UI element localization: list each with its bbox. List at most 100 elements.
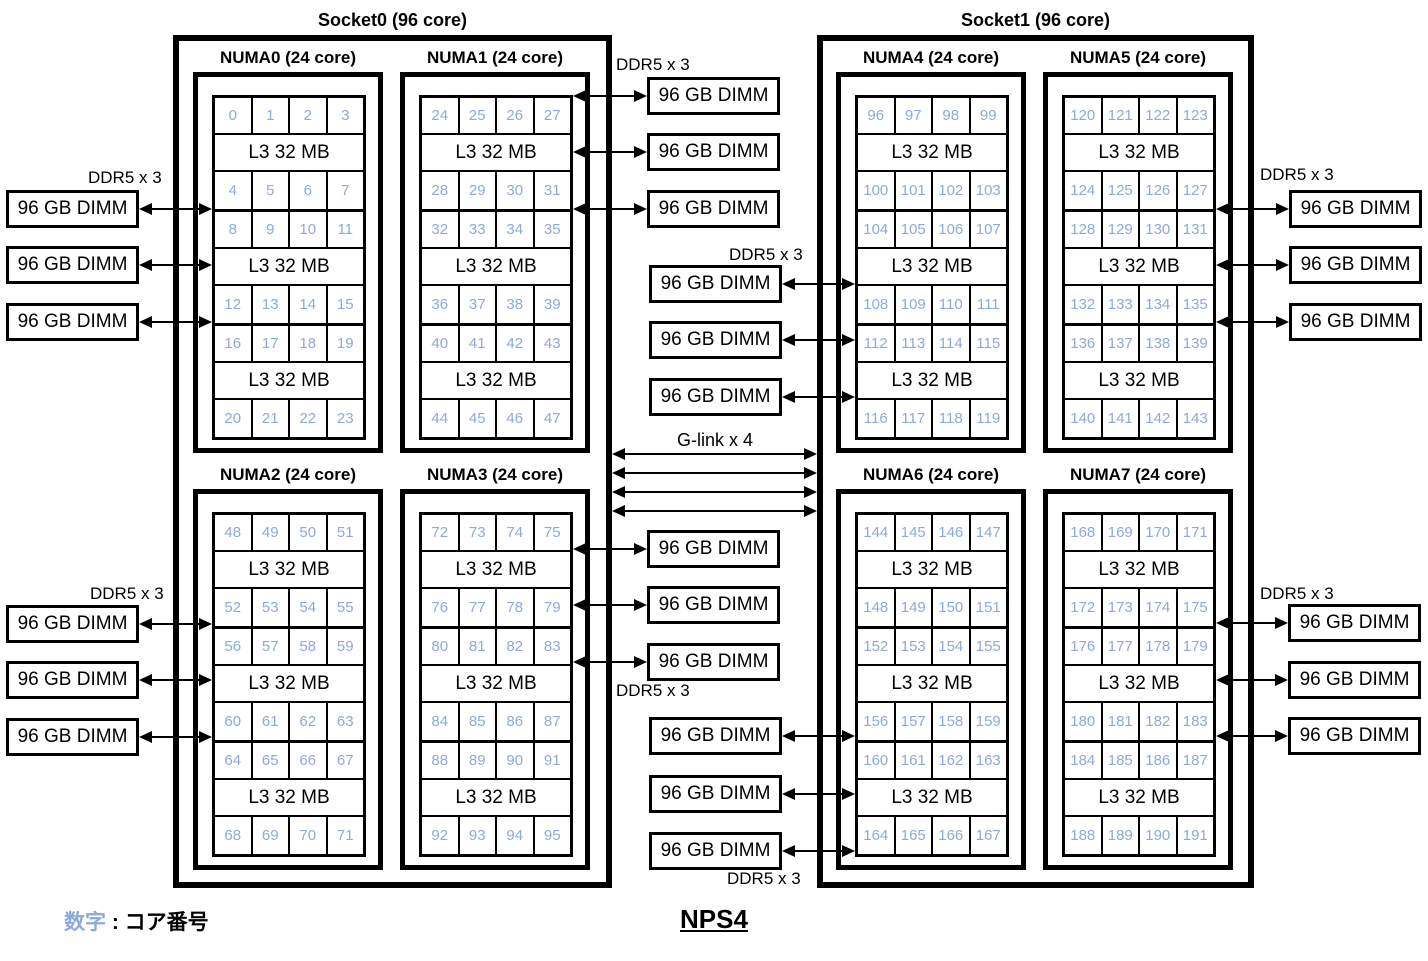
- core-cell-87: 87: [543, 713, 561, 730]
- core-cell-187: 187: [1182, 752, 1208, 769]
- core-cell-171: 171: [1182, 524, 1208, 541]
- core-cell-145: 145: [896, 515, 933, 550]
- core-cell-42: 42: [497, 326, 535, 361]
- numa2-label: NUMA2 (24 core): [219, 465, 357, 484]
- core-cell-116: 116: [858, 400, 896, 437]
- numa0-l3-cache-0: L3 32 MB: [215, 135, 363, 172]
- core-cell-36: 36: [422, 286, 460, 323]
- numa5-dimm-3: 96 GB DIMM: [1289, 303, 1422, 341]
- core-cell-5: 5: [253, 172, 290, 209]
- core-cell-129: 129: [1103, 212, 1140, 247]
- core-cell-93: 93: [460, 817, 497, 854]
- core-cell-175: 175: [1182, 599, 1208, 616]
- core-cell-173: 173: [1103, 589, 1140, 626]
- numa7-ddr5-channel-label: DDR5 x 3: [1260, 584, 1334, 603]
- core-cell-150: 150: [933, 589, 971, 626]
- numa1-memory-arrow-icon: [573, 146, 647, 158]
- core-cell-60: 60: [215, 703, 253, 740]
- core-cell-185: 185: [1103, 743, 1140, 778]
- numa0-ddr5-channel-label: DDR5 x 3: [88, 168, 162, 187]
- numa0-memory-arrow-icon: [139, 316, 212, 328]
- numa0-memory-arrow-icon: [139, 203, 212, 215]
- core-cell-62: 62: [290, 703, 328, 740]
- core-cell-3: 3: [341, 107, 350, 124]
- core-cell-67: 67: [336, 752, 354, 769]
- core-cell-31: 31: [543, 182, 561, 199]
- core-cell-113: 113: [896, 326, 933, 361]
- numa1-memory-arrow-icon: [573, 90, 647, 102]
- core-cell-123: 123: [1182, 107, 1208, 124]
- core-cell-108: 108: [858, 286, 896, 323]
- numa3-label: NUMA3 (24 core): [426, 465, 564, 484]
- numa4-memory-arrow-icon: [782, 278, 855, 290]
- core-cell-156: 156: [858, 703, 896, 740]
- numa0-label: NUMA0 (24 core): [219, 48, 357, 67]
- core-cell-115: 115: [976, 335, 1001, 352]
- core-cell-120: 120: [1065, 98, 1103, 133]
- numa4-l3-cache-1: L3 32 MB: [858, 249, 1006, 286]
- core-cell-147: 147: [975, 524, 1001, 541]
- core-cell-22: 22: [290, 400, 328, 437]
- core-cell-71: 71: [336, 827, 354, 844]
- core-cell-70: 70: [290, 817, 328, 854]
- numa1-ddr5-channel-label: DDR5 x 3: [616, 55, 690, 74]
- core-cell-101: 101: [896, 172, 933, 209]
- core-cell-75: 75: [543, 524, 561, 541]
- core-cell-64: 64: [215, 743, 253, 778]
- numa1-dimm-1: 96 GB DIMM: [647, 77, 780, 115]
- numa5-l3-cache-1: L3 32 MB: [1065, 249, 1213, 286]
- numa4-memory-arrow-icon: [782, 391, 855, 403]
- core-cell-53: 53: [253, 589, 290, 626]
- core-cell-177: 177: [1103, 629, 1140, 664]
- core-cell-74: 74: [497, 515, 535, 550]
- core-cell-72: 72: [422, 515, 460, 550]
- core-cell-52: 52: [215, 589, 253, 626]
- numa2-l3-cache-0: L3 32 MB: [215, 552, 363, 589]
- core-cell-45: 45: [460, 400, 497, 437]
- core-cell-119: 119: [976, 410, 1001, 427]
- numa4-ddr5-channel-label: DDR5 x 3: [729, 245, 803, 264]
- core-cell-55: 55: [336, 599, 354, 616]
- core-cell-105: 105: [896, 212, 933, 247]
- socket0-title: Socket0 (96 core): [317, 10, 468, 30]
- core-cell-44: 44: [422, 400, 460, 437]
- core-cell-99: 99: [979, 107, 997, 124]
- numa5-dimm-1: 96 GB DIMM: [1289, 190, 1422, 228]
- numa4-l3-cache-0: L3 32 MB: [858, 135, 1006, 172]
- core-cell-159: 159: [975, 713, 1001, 730]
- core-cell-106: 106: [933, 212, 971, 247]
- core-cell-168: 168: [1065, 515, 1103, 550]
- numa4-label: NUMA4 (24 core): [862, 48, 1000, 67]
- core-cell-77: 77: [460, 589, 497, 626]
- core-cell-190: 190: [1140, 817, 1178, 854]
- core-cell-166: 166: [933, 817, 971, 854]
- core-cell-126: 126: [1140, 172, 1178, 209]
- core-cell-69: 69: [253, 817, 290, 854]
- core-cell-149: 149: [896, 589, 933, 626]
- core-cell-80: 80: [422, 629, 460, 664]
- core-cell-127: 127: [1182, 182, 1208, 199]
- core-cell-17: 17: [253, 326, 290, 361]
- numa1-l3-cache-0: L3 32 MB: [422, 135, 570, 172]
- core-cell-68: 68: [215, 817, 253, 854]
- numa5-memory-arrow-icon: [1216, 259, 1289, 271]
- numa6-l3-cache-0: L3 32 MB: [858, 552, 1006, 589]
